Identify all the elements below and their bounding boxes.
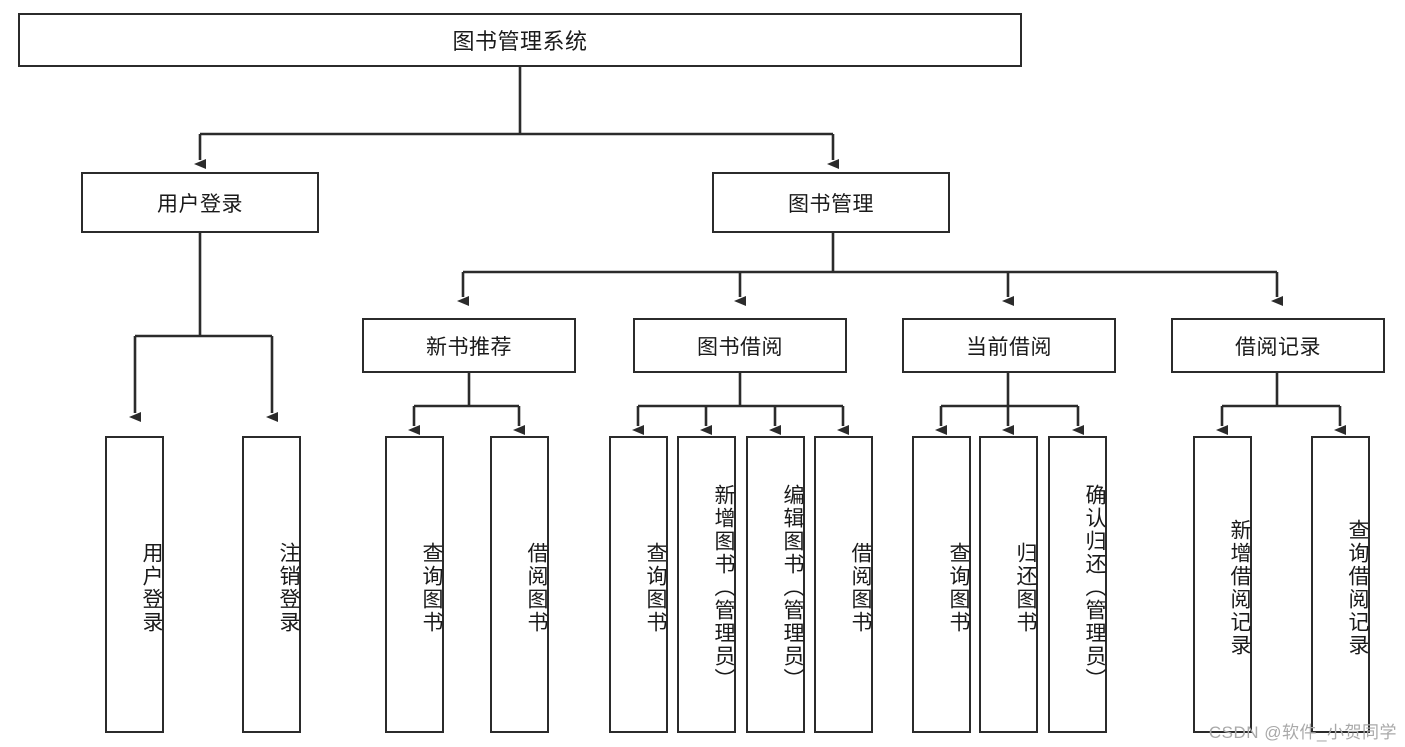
- node-book-borrow[interactable]: 图书借阅: [633, 318, 847, 373]
- node-borrow-record[interactable]: 借阅记录: [1171, 318, 1385, 373]
- node-label: 确认归还（管理员）: [1083, 484, 1106, 691]
- node-label: 当前借阅: [966, 335, 1052, 359]
- node-label: 图书管理: [788, 192, 874, 216]
- leaf-return-book[interactable]: 归还图书: [979, 436, 1038, 733]
- leaf-confirm-return-admin[interactable]: 确认归还（管理员）: [1048, 436, 1107, 733]
- node-label: 查询图书: [947, 541, 970, 634]
- leaf-query-book-recommend[interactable]: 查询图书: [385, 436, 444, 733]
- leaf-borrow-book[interactable]: 借阅图书: [814, 436, 873, 733]
- csdn-watermark: CSDN @软件_小贺同学: [1208, 723, 1397, 742]
- node-root-system[interactable]: 图书管理系统: [18, 13, 1022, 67]
- leaf-add-book-admin[interactable]: 新增图书（管理员）: [677, 436, 736, 733]
- leaf-borrow-book-recommend[interactable]: 借阅图书: [490, 436, 549, 733]
- leaf-edit-book-admin[interactable]: 编辑图书（管理员）: [746, 436, 805, 733]
- node-label: 新书推荐: [426, 335, 512, 359]
- node-label: 借阅图书: [525, 541, 548, 634]
- leaf-query-book-current[interactable]: 查询图书: [912, 436, 971, 733]
- node-label: 借阅图书: [849, 541, 872, 634]
- node-label: 图书借阅: [697, 335, 783, 359]
- node-label: 图书管理系统: [452, 29, 588, 54]
- node-current-borrow[interactable]: 当前借阅: [902, 318, 1116, 373]
- node-label: 归还图书: [1014, 541, 1037, 634]
- node-label: 新增借阅记录: [1228, 518, 1251, 657]
- node-label: 查询图书: [420, 541, 443, 634]
- node-label: 借阅记录: [1235, 335, 1321, 359]
- leaf-user-login[interactable]: 用户登录: [105, 436, 164, 733]
- leaf-query-borrow-record[interactable]: 查询借阅记录: [1311, 436, 1370, 733]
- node-label: 新增图书（管理员）: [712, 484, 735, 691]
- leaf-add-borrow-record[interactable]: 新增借阅记录: [1193, 436, 1252, 733]
- node-label: 用户登录: [140, 541, 163, 634]
- node-user-login[interactable]: 用户登录: [81, 172, 319, 233]
- leaf-logout[interactable]: 注销登录: [242, 436, 301, 733]
- node-label: 编辑图书（管理员）: [781, 484, 804, 691]
- leaf-query-book-borrow[interactable]: 查询图书: [609, 436, 668, 733]
- node-label: 注销登录: [277, 541, 300, 634]
- node-new-book-recommend[interactable]: 新书推荐: [362, 318, 576, 373]
- node-label: 用户登录: [157, 192, 243, 216]
- node-label: 查询借阅记录: [1346, 518, 1369, 657]
- node-book-management[interactable]: 图书管理: [712, 172, 950, 233]
- node-label: 查询图书: [644, 541, 667, 634]
